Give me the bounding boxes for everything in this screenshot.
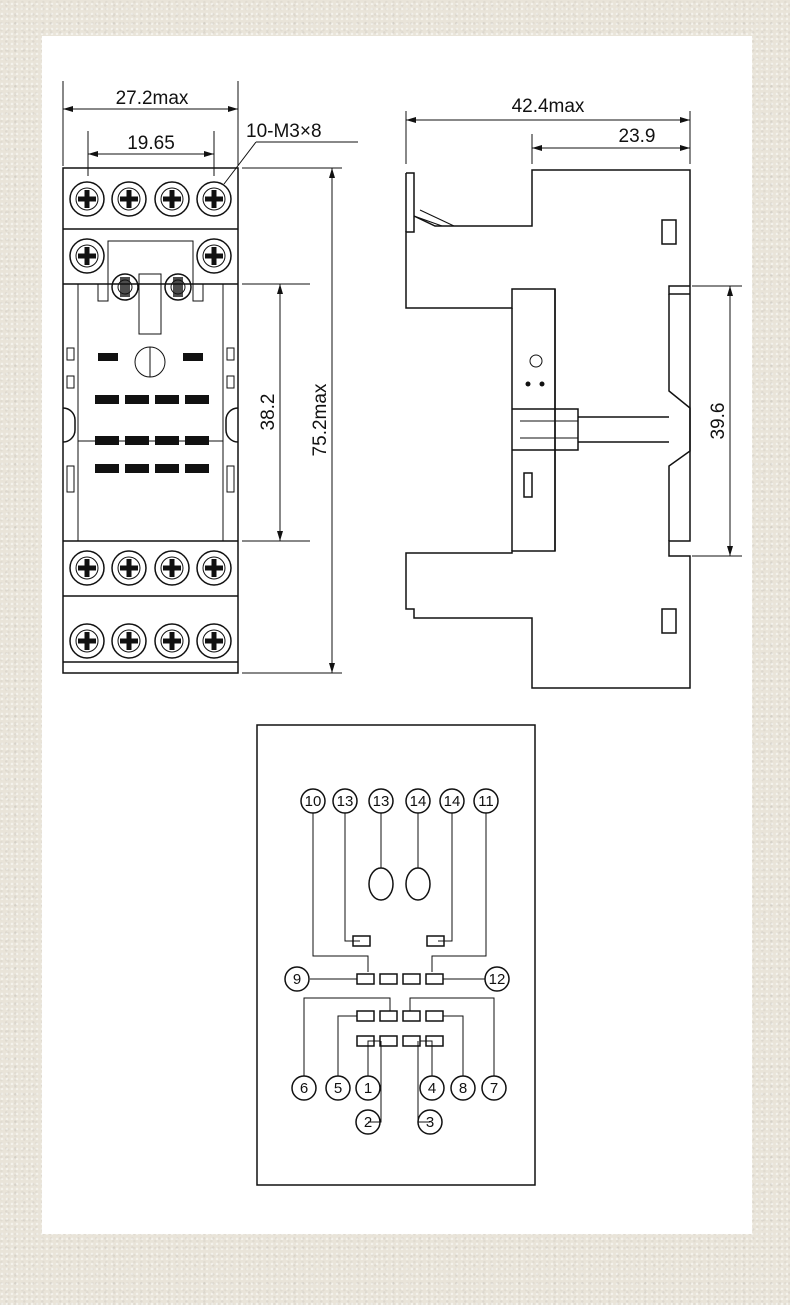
pin-label: 5 — [334, 1080, 342, 1097]
pin-top-row: 10 13 13 14 14 11 — [300, 788, 499, 814]
screw-icon — [69, 238, 105, 274]
pin-label: 8 — [459, 1080, 467, 1097]
pin-label: 4 — [428, 1080, 436, 1097]
pin-bottom-low: 2 3 — [355, 1109, 443, 1135]
pin-label: 13 — [373, 793, 390, 810]
screw-icon — [196, 550, 232, 586]
dim-side-width: 42.4max — [512, 96, 585, 117]
dim-overall-height: 75.2max — [310, 383, 331, 456]
dim-terminal-pitch: 19.65 — [127, 133, 175, 154]
screw-icon — [69, 181, 105, 217]
pin-label: 3 — [426, 1114, 434, 1131]
mid-screws — [111, 273, 192, 301]
screw-icon — [154, 181, 190, 217]
dim-rail-height: 39.6 — [708, 403, 729, 440]
pin-label: 11 — [478, 793, 494, 810]
dim-relay-area: 38.2 — [258, 394, 279, 431]
pin-label: 14 — [444, 793, 461, 810]
pin-label: 14 — [410, 793, 427, 810]
drawing-sheet: 27.2max 19.65 10-M3×8 — [42, 36, 752, 1234]
screw-icon — [69, 550, 105, 586]
pin-bottom-row: 6 5 1 4 8 7 — [291, 1075, 507, 1101]
screw-icon — [154, 623, 190, 659]
pin-label: 7 — [490, 1080, 498, 1097]
screw-icon — [111, 550, 147, 586]
screw-icon — [111, 623, 147, 659]
terminal-screws — [69, 181, 232, 659]
contact-slots — [95, 395, 209, 473]
screw-icon — [196, 238, 232, 274]
pin-label-right: 12 — [489, 971, 506, 988]
screw-icon — [69, 623, 105, 659]
dim-front-width: 27.2max — [116, 88, 189, 109]
pin-label: 13 — [337, 793, 354, 810]
technical-drawing: 27.2max 19.65 10-M3×8 — [62, 81, 742, 1186]
wiring-diagram: 10 13 13 14 14 11 9 12 6 5 1 4 8 7 2 3 — [256, 724, 536, 1186]
pin-label-left: 9 — [293, 971, 301, 988]
pin-label: 2 — [364, 1114, 372, 1131]
pin-label: 1 — [364, 1080, 372, 1097]
side-view: 42.4max 23.9 39 — [405, 96, 742, 689]
pin-label: 10 — [305, 793, 322, 810]
front-view: 27.2max 19.65 10-M3×8 — [62, 81, 358, 674]
screw-icon — [196, 181, 232, 217]
dim-screw-spec: 10-M3×8 — [246, 121, 322, 142]
dim-side-partial: 23.9 — [619, 126, 656, 147]
pin-label: 6 — [300, 1080, 308, 1097]
screw-icon — [196, 623, 232, 659]
screw-icon — [111, 181, 147, 217]
screw-icon — [154, 550, 190, 586]
